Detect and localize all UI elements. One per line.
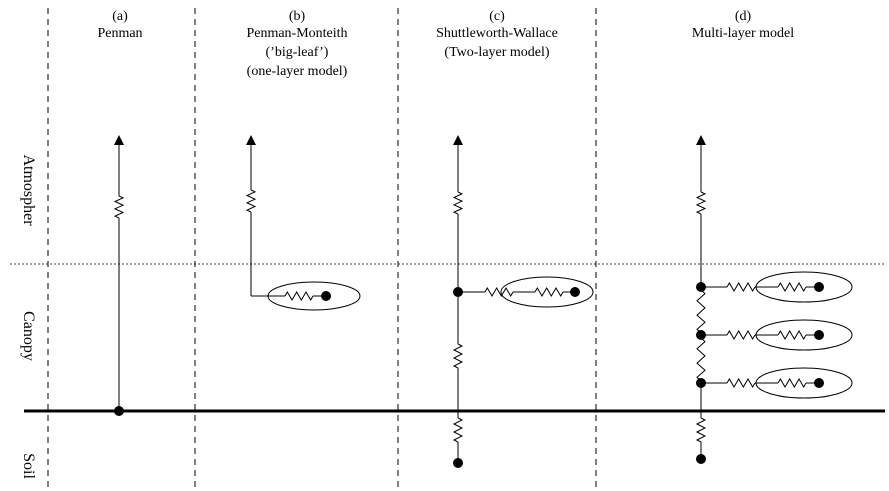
column-b-title-line-3: (one-layer model) [247, 64, 348, 79]
sw-soil-node [453, 458, 463, 468]
ml-aerodynamic-resistor [695, 191, 707, 215]
column-b-title-line-2: (’big-leaf’) [266, 45, 329, 60]
column-separators [47, 8, 597, 488]
penman-aerodynamic-resistor [113, 195, 125, 219]
sw-leaf-node [570, 287, 580, 297]
sw-aerodynamic-resistor [452, 191, 464, 215]
column-a-letter: (a) [112, 9, 128, 24]
ml-boundary-resistor-2 [726, 330, 756, 340]
ml-leaf-ellipse-2 [755, 319, 853, 351]
layer-label-atmosphere: Atmospher [20, 154, 37, 226]
ml-soil-node [696, 454, 706, 464]
column-d-title-line-1: Multi-layer model [692, 26, 794, 41]
sw-stomatal-resistor [534, 287, 564, 297]
pm-stomatal-resistor [284, 291, 314, 301]
sw-soil-resistor [452, 417, 464, 443]
pm-leaf-ellipse [267, 281, 361, 311]
column-header-d: (d) Multi-layer model [692, 9, 794, 41]
ml-stomatal-resistor-1 [777, 282, 807, 292]
ml-boundary-resistor-3 [726, 378, 756, 388]
ml-boundary-resistor-1 [726, 282, 756, 292]
sw-canopy-soil-resistor [452, 343, 464, 369]
pm-leaf-node [321, 291, 331, 301]
column-a-title-line-1: Penman [97, 26, 142, 41]
column-c-title-line-1: Shuttleworth-Wallace [436, 26, 558, 41]
column-c-title-line-2: (Two-layer model) [444, 45, 549, 60]
column-header-b: (b) Penman-Monteith (’big-leaf’) (one-la… [246, 9, 347, 79]
ml-leaf-ellipse-3 [755, 367, 853, 399]
column-header-a: (a) Penman [97, 9, 142, 41]
sw-boundary-resistor [484, 287, 514, 297]
ml-canopy-resistor-1 [696, 289, 706, 334]
pm-aerodynamic-resistor [245, 189, 257, 213]
layer-label-soil: Soil [20, 453, 37, 479]
column-header-c: (c) Shuttleworth-Wallace (Two-layer mode… [436, 9, 558, 60]
ml-stomatal-resistor-3 [777, 378, 807, 388]
ml-stomatal-resistor-2 [777, 330, 807, 340]
column-d-letter: (d) [735, 9, 752, 24]
resistance-circuits [113, 135, 853, 468]
ml-soil-resistor [695, 417, 707, 443]
ml-canopy-resistor-2 [696, 337, 706, 382]
ml-leaf-node-3 [814, 378, 824, 388]
penman-surface-node [114, 406, 124, 416]
column-b-title-line-1: Penman-Monteith [246, 26, 347, 41]
ml-leaf-ellipse-1 [755, 271, 853, 303]
sw-leaf-ellipse [500, 276, 594, 308]
column-b-letter: (b) [289, 9, 306, 24]
ml-leaf-node-2 [814, 330, 824, 340]
ml-leaf-node-1 [814, 282, 824, 292]
column-c-letter: (c) [489, 9, 505, 24]
layer-label-canopy: Canopy [20, 311, 37, 361]
